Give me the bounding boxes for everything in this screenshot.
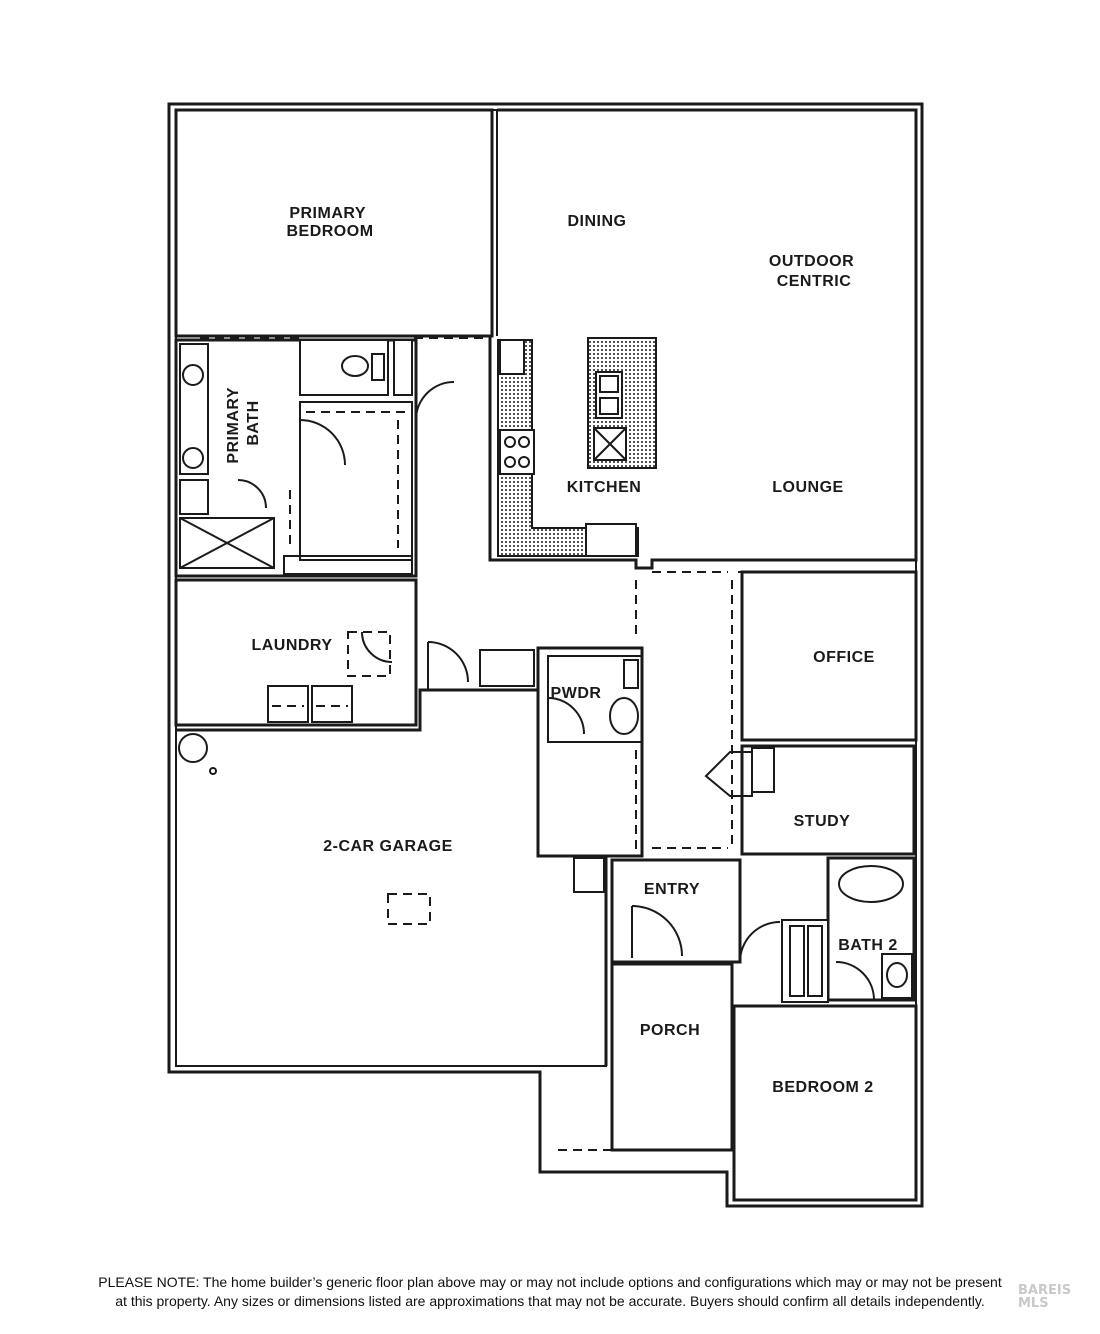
entry-walls bbox=[610, 858, 742, 964]
disclaimer-line-2: at this property. Any sizes or dimension… bbox=[115, 1293, 985, 1309]
study-label: STUDY bbox=[794, 813, 851, 830]
bath-2-walls bbox=[739, 856, 916, 1003]
garage-label: 2-CAR GARAGE bbox=[323, 838, 453, 855]
lounge-label: LOUNGE bbox=[772, 479, 843, 496]
bedroom-2-label: BEDROOM 2 bbox=[772, 1079, 873, 1096]
primary-bedroom-line-1: PRIMARY bbox=[289, 205, 366, 222]
laundry-label: LAUNDRY bbox=[251, 637, 332, 654]
primary-bedroom-label: PRIMARY BEDROOM bbox=[286, 205, 373, 240]
watermark-line-2: MLS bbox=[1018, 1296, 1049, 1311]
primary-bedroom-walls bbox=[174, 108, 494, 338]
laundry-walls bbox=[174, 578, 535, 727]
mls-watermark-logo: BAREIS MLS bbox=[1018, 1284, 1071, 1310]
primary-bath-line-1: PRIMARY bbox=[225, 387, 242, 464]
porch-walls bbox=[539, 962, 734, 1152]
outdoor-centric-label: OUTDOOR CENTRIC bbox=[769, 253, 859, 290]
primary-bath-line-2: BATH bbox=[245, 400, 262, 445]
watermark-line-1: BAREIS bbox=[1018, 1283, 1072, 1298]
kitchen-label: KITCHEN bbox=[567, 479, 642, 496]
entry-label: ENTRY bbox=[644, 881, 700, 898]
bedroom-2-walls bbox=[732, 1004, 918, 1202]
porch-label: PORCH bbox=[640, 1022, 700, 1039]
pwdr-label: PWDR bbox=[551, 685, 602, 702]
primary-bedroom-line-2: BEDROOM bbox=[286, 223, 373, 240]
room-labels: PRIMARY BEDROOM DINING OUTDOOR CENTRIC P… bbox=[225, 205, 898, 1096]
great-room-walls bbox=[488, 108, 918, 570]
outdoor-centric-line-1: OUTDOOR bbox=[769, 253, 854, 270]
disclaimer-line-1: PLEASE NOTE: The home builder’s generic … bbox=[98, 1274, 1002, 1290]
primary-bath-label: PRIMARY BATH bbox=[225, 382, 262, 463]
outdoor-centric-line-2: CENTRIC bbox=[777, 273, 852, 290]
office-walls bbox=[738, 570, 918, 742]
kitchen-fixtures bbox=[497, 337, 657, 557]
bath-2-label: BATH 2 bbox=[838, 937, 898, 954]
powder-room-walls bbox=[536, 571, 733, 858]
dining-label: DINING bbox=[568, 213, 627, 230]
office-label: OFFICE bbox=[813, 649, 875, 666]
study-walls bbox=[704, 744, 916, 856]
disclaimer-note: PLEASE NOTE: The home builder’s generic … bbox=[40, 1273, 1060, 1311]
primary-bath-walls bbox=[174, 337, 490, 578]
garage-walls bbox=[176, 688, 608, 1066]
